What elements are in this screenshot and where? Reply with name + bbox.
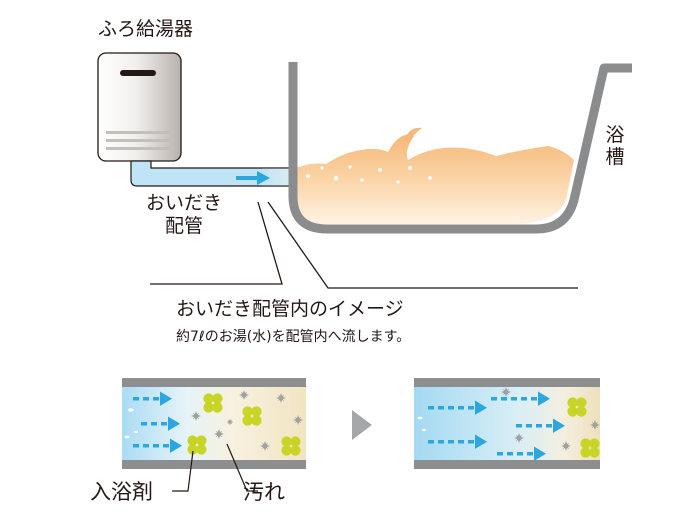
image-title: おいだき配管内のイメージ <box>176 298 404 320</box>
image-caption: 約7ℓのお湯(水)を配管内へ流します。 <box>176 329 411 345</box>
flow-arrows-after <box>428 391 565 461</box>
reheat-pipe <box>130 160 314 187</box>
water-heater-icon <box>97 52 182 162</box>
water-heater-label: ふろ給湯器 <box>98 18 194 40</box>
label-pointer-lines <box>172 443 258 492</box>
reheat-pipe-label: おいだき 配管 <box>146 192 222 238</box>
zoom-callout-lines <box>150 201 578 289</box>
next-triangle-icon <box>352 410 372 440</box>
bath-additive-label: 入浴剤 <box>90 480 153 504</box>
bathtub-outline <box>288 62 632 234</box>
bath-water <box>296 127 574 224</box>
reheat-pipe-label-line1: おいだき <box>146 192 223 214</box>
flow-arrows-before <box>133 391 182 453</box>
pipe-after-section <box>414 378 600 469</box>
reheat-pipe-label-line2: 配管 <box>165 215 204 237</box>
bathtub-label-char2: 槽 <box>605 146 625 168</box>
dirt-label: 汚れ <box>243 480 285 504</box>
flow-arrow-icon <box>257 171 270 185</box>
bathtub-label-char1: 浴 <box>605 124 625 146</box>
bathtub-label: 浴 槽 <box>604 124 626 168</box>
pipe-before-section <box>122 378 306 469</box>
